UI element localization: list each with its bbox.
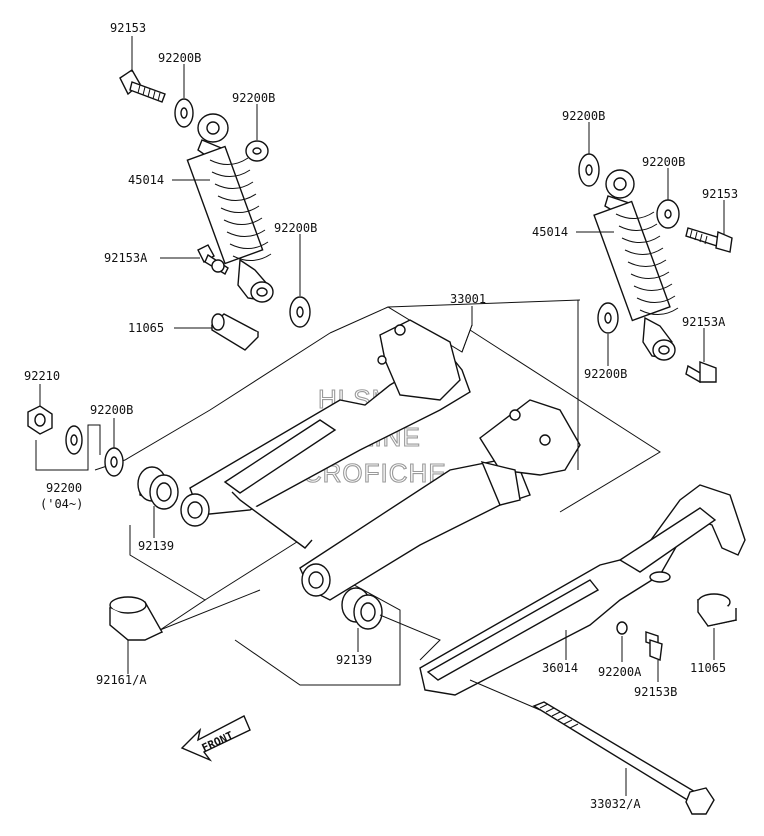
washer-92200b-right1	[578, 153, 600, 187]
washer-92200b-right2	[656, 199, 680, 229]
label-92200b-right3: 92200B	[584, 367, 627, 381]
label-92153-top: 92153	[110, 21, 146, 35]
part-labels: 92153 92200B 92200B 45014 92153A 92200B …	[24, 21, 738, 811]
washer-92200b-left	[104, 447, 124, 477]
front-arrow-icon: FRONT	[180, 715, 251, 762]
washer-92200b-3	[289, 296, 311, 328]
label-45014-right: 45014	[532, 225, 568, 239]
label-33001: 33001	[450, 292, 486, 306]
washer-92200b-right3	[597, 302, 619, 334]
label-92200b-3: 92200B	[274, 221, 317, 235]
label-92200b-left: 92200B	[90, 403, 133, 417]
label-92153a-left: 92153A	[104, 251, 148, 265]
label-92139-a: 92139	[138, 539, 174, 553]
label-92153a-right: 92153A	[682, 315, 726, 329]
pivot-bolt-33032a	[532, 701, 715, 815]
label-36014: 36014	[542, 661, 578, 675]
label-92200a: 92200A	[598, 665, 642, 679]
bushing-92139-b	[341, 587, 383, 630]
washer-92200b-1	[174, 98, 194, 128]
label-92200b-1: 92200B	[158, 51, 201, 65]
washer-92200b-2	[245, 140, 269, 162]
bolt-92153-top	[119, 69, 166, 103]
label-92153-right: 92153	[702, 187, 738, 201]
nut-92210	[27, 405, 53, 435]
label-92161a: 92161/A	[96, 673, 147, 687]
swingarm-33001	[180, 319, 581, 601]
label-45014-left: 45014	[128, 173, 164, 187]
label-92200: 92200	[46, 481, 82, 495]
shock-absorber-right	[593, 169, 679, 361]
label-92200b-right1: 92200B	[562, 109, 605, 123]
bolt-92153-right	[685, 227, 733, 253]
label-33032a: 33032/A	[590, 797, 641, 811]
collar-92161a	[108, 596, 164, 641]
label-11065-right: 11065	[690, 661, 726, 675]
chain-guard-36014	[419, 484, 746, 696]
collar-11065-left	[210, 313, 260, 351]
label-92210: 92210	[24, 369, 60, 383]
washer-92200	[35, 424, 101, 471]
bolt-92153a-right	[685, 360, 717, 384]
label-92200b-2: 92200B	[232, 91, 275, 105]
label-11065-left: 11065	[128, 321, 164, 335]
label-92200-year: ('04~)	[40, 497, 83, 511]
bolt-92153a-left	[197, 244, 229, 275]
label-92200b-right2: 92200B	[642, 155, 685, 169]
bushing-92139-a	[137, 466, 179, 510]
label-92139-b: 92139	[336, 653, 372, 667]
washer-92200a	[616, 621, 628, 635]
label-92153b: 92153B	[634, 685, 677, 699]
collar-11065-right	[696, 593, 738, 627]
bolt-92153b	[645, 631, 663, 661]
shock-absorber-left	[186, 113, 274, 303]
leader-lines	[39, 36, 725, 796]
